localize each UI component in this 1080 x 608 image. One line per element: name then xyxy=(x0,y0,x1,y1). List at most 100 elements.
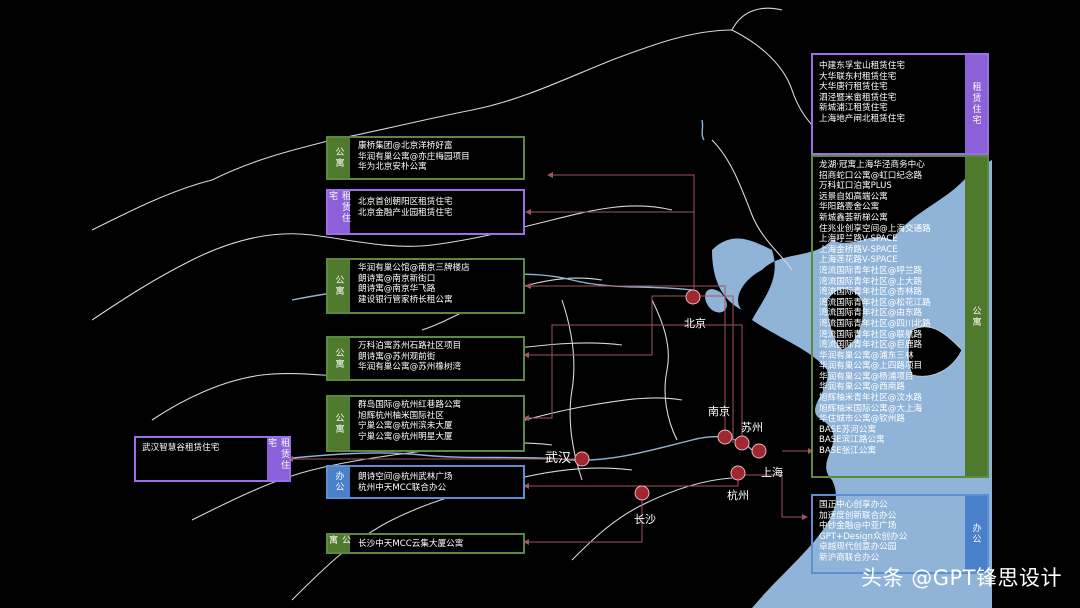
list-item: 国正中心创享办公 xyxy=(819,500,888,510)
list-item: 湾流国际青年社区@四川北路 xyxy=(819,318,931,329)
category-tag: 办公 xyxy=(965,496,987,572)
list-item: 湾流国际青年社区@杏林路 xyxy=(819,287,923,298)
city-label-wuhan: 武汉 xyxy=(545,451,572,466)
list-item: 湾流国际青年社区@松花江路 xyxy=(819,297,931,308)
sea-area xyxy=(712,160,992,608)
apartment-list: 长沙中天MCC云集大厦公寓 xyxy=(328,535,523,552)
category-tag: 公寓 xyxy=(328,138,350,178)
list-item: 武汉智慧谷租赁住宅 xyxy=(142,443,220,453)
connector-lines xyxy=(292,174,810,543)
list-item: 新沪商联合办公 xyxy=(819,552,880,563)
gulf-area xyxy=(705,289,727,313)
beijing-rental-box: 租赁住宅 北京首创朝阳区租赁住宅 北京金融产业园租赁住宅 xyxy=(326,189,525,235)
office-list: 国正中心创享办公 加速度创新联合办公 中钞金融@中亚广场 GPT+Design众… xyxy=(813,496,987,566)
apartment-list: 康桥集团@北京洋桥好富 华润有巢公寓@亦庄梅园项目 华为北京安朴公寓 xyxy=(328,138,523,175)
list-item: 北京首创朝阳区租赁住宅 xyxy=(358,197,453,207)
category-tag: 公寓 xyxy=(328,338,350,379)
watermark: 头条 @GPT锋思设计 xyxy=(861,566,1062,590)
list-item: 华润有巢公馆@南京三牌楼店 xyxy=(358,263,470,273)
list-item: 杭州中天MCC联合办公 xyxy=(358,482,447,493)
hangzhou-apartment-box: 公寓 群岛国际@杭州红巷路公寓 旭辉杭州柚米国际社区 宁巢公寓@杭州滨未大厦 宁… xyxy=(326,395,525,452)
list-item: 湾流国际青年社区@呼兰路 xyxy=(819,265,923,276)
list-item: 湾流国际青年社区@联航路 xyxy=(819,329,923,340)
list-item: 朗诗寓@南京新街口 xyxy=(358,273,436,284)
list-item: 朗诗寓@南京华飞路 xyxy=(358,284,436,295)
city-label-hangzhou: 杭州 xyxy=(727,489,749,502)
category-tag: 租赁住宅 xyxy=(327,191,350,233)
suzhou-apartment-box: 公寓 万科泊寓苏州石路社区项目 朗诗寓@苏州观前街 华润有巢公寓@苏州橡树湾 xyxy=(326,336,525,381)
list-item: 招商蛇口公寓@虹口纪念路 xyxy=(819,170,923,181)
apartment-list: 万科泊寓苏州石路社区项目 朗诗寓@苏州观前街 华润有巢公寓@苏州橡树湾 xyxy=(328,338,523,375)
rental-list: 北京首创朝阳区租赁住宅 北京金融产业园租赁住宅 xyxy=(328,191,523,220)
list-item: 万科虹口泊寓PLUS xyxy=(819,181,892,192)
list-item: 华润有巢公寓@浦东三林 xyxy=(819,350,914,361)
city-marker-beijing xyxy=(685,289,701,305)
list-item: 华润有巢公寓@杨浦项目 xyxy=(819,371,914,382)
list-item: 建设银行管家桥长租公寓 xyxy=(358,294,453,305)
korea-landmass xyxy=(826,288,864,351)
list-item: 上海地产闸北租赁住宅 xyxy=(819,113,905,124)
list-item: 群岛国际@杭州红巷路公寓 xyxy=(358,400,462,410)
list-item: 卓越现代创意办公园 xyxy=(819,542,897,553)
list-item: 宁巢公寓@杭州滨未大厦 xyxy=(358,421,453,432)
list-item: 旭辉柚米国际公寓@大上海 xyxy=(819,403,923,414)
shanghai-rental-box: 租赁住宅 中建东孚宝山租赁住宅 大华联东村租赁住宅 大华唐行租赁住宅 泗泾暨米畲… xyxy=(811,53,989,155)
list-item: 上海金桥路V-SPACE xyxy=(819,244,898,255)
list-item: 康桥集团@北京洋桥好富 xyxy=(358,141,453,151)
list-item: 旭辉柚米青年社区@汶水路 xyxy=(819,393,923,404)
city-marker-suzhou xyxy=(734,435,750,451)
city-label-nanjing: 南京 xyxy=(708,405,730,418)
list-item: 北京金融产业园租赁住宅 xyxy=(358,207,453,218)
list-item: 湾流国际青年社区@巨鹿路 xyxy=(819,340,923,351)
list-item: BASE滨江路公寓 xyxy=(819,435,885,446)
list-item: 龙湖·冠寓上海华泾商务中心 xyxy=(819,160,925,170)
rental-list: 武汉智慧谷租赁住宅 xyxy=(136,438,289,456)
hangzhou-office-box: 办公 朗诗空间@杭州武林广场 杭州中天MCC联合办公 xyxy=(326,465,525,499)
beijing-apartment-box: 公寓 康桥集团@北京洋桥好富 华润有巢公寓@亦庄梅园项目 华为北京安朴公寓 xyxy=(326,136,525,180)
list-item: 朗诗寓@苏州观前街 xyxy=(358,351,436,362)
city-marker-hangzhou xyxy=(730,465,746,481)
list-item: BASE苏河公寓 xyxy=(819,424,877,435)
list-item: 远景自如高端公寓 xyxy=(819,191,888,202)
city-marker-wuhan xyxy=(574,451,590,467)
list-item: 大华唐行租赁住宅 xyxy=(819,82,888,93)
city-label-suzhou: 苏州 xyxy=(741,421,763,434)
apartment-list: 华润有巢公馆@南京三牌楼店 朗诗寓@南京新街口 朗诗寓@南京华飞路 建设银行管家… xyxy=(328,260,523,307)
list-item: 加速度创新联合办公 xyxy=(819,510,897,521)
wuhan-rental-box: 租赁住宅 武汉智慧谷租赁住宅 xyxy=(134,436,291,482)
list-item: 湾流国际青年社区@由东路 xyxy=(819,308,923,319)
japan-landmass xyxy=(907,326,963,377)
city-label-changsha: 长沙 xyxy=(634,513,656,526)
list-item: GPT+Design众创办公 xyxy=(819,531,908,542)
office-list: 朗诗空间@杭州武林广场 杭州中天MCC联合办公 xyxy=(328,467,523,495)
category-tag: 公寓 xyxy=(327,535,350,552)
list-item: 华阳路壹舍公寓 xyxy=(819,202,880,213)
list-item: 大华联东村租赁住宅 xyxy=(819,71,897,82)
category-tag: 公寓 xyxy=(328,397,350,450)
city-label-shanghai: 上海 xyxy=(761,466,783,479)
city-marker-changsha xyxy=(634,485,650,501)
list-item: 湾流国际青年社区@上大路 xyxy=(819,276,923,287)
category-tag: 租赁住宅 xyxy=(965,55,987,153)
rental-list: 中建东孚宝山租赁住宅 大华联东村租赁住宅 大华唐行租赁住宅 泗泾暨米畲租赁住宅 … xyxy=(813,55,987,127)
city-marker-nanjing xyxy=(717,429,733,445)
category-tag: 公寓 xyxy=(965,157,987,476)
arrowheads xyxy=(287,172,814,545)
list-item: 住兆业创享空间@上海交通路 xyxy=(819,223,931,234)
list-item: 新城浦江租赁住宅 xyxy=(819,103,888,114)
list-item: 旭辉杭州柚米国际社区 xyxy=(358,410,444,421)
city-label-beijing: 北京 xyxy=(684,317,706,330)
list-item: 新城鑫荟新梯公寓 xyxy=(819,212,888,223)
nanjing-apartment-box: 公寓 华润有巢公馆@南京三牌楼店 朗诗寓@南京新街口 朗诗寓@南京华飞路 建设银… xyxy=(326,258,525,314)
city-markers xyxy=(574,289,767,501)
list-item: 华润有巢公寓@苏州橡树湾 xyxy=(358,362,462,373)
category-tag: 租赁住宅 xyxy=(266,438,289,480)
city-marker-shanghai xyxy=(751,443,767,459)
list-item: 泗泾暨米畲租赁住宅 xyxy=(819,92,897,103)
shanghai-office-box: 办公 国正中心创享办公 加速度创新联合办公 中钞金融@中亚广场 GPT+Desi… xyxy=(811,494,989,574)
list-item: 华润有巢公寓@上四路项目 xyxy=(819,361,923,372)
list-item: 华润有巢公寓@西南路 xyxy=(819,382,905,393)
list-item: 中钞金融@中亚广场 xyxy=(819,521,897,532)
list-item: 上海莲花路V-SPACE xyxy=(819,255,898,266)
category-tag: 办公 xyxy=(328,467,350,497)
